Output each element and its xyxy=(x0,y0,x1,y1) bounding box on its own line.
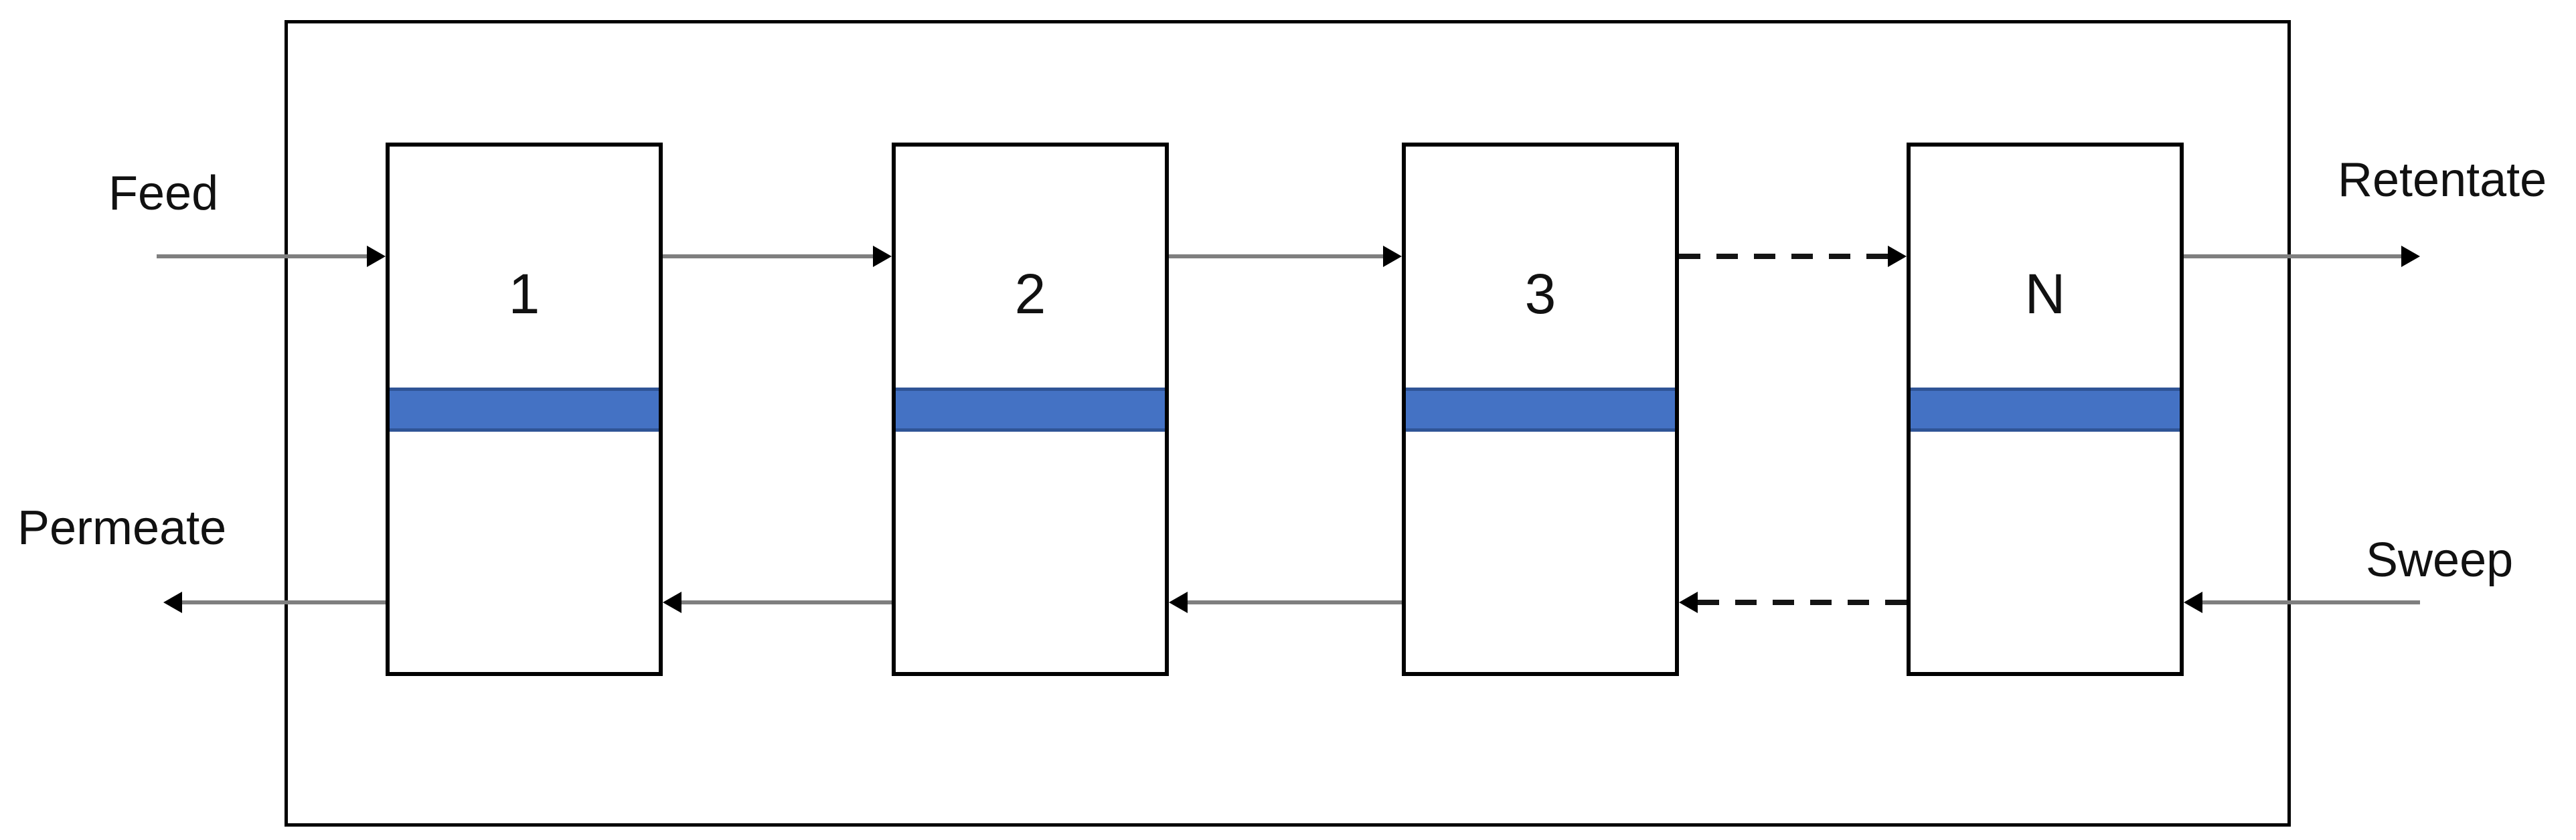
retentate-outlet-arrow xyxy=(2184,244,2420,268)
feed-label: Feed xyxy=(108,167,219,220)
arrow-shaft xyxy=(681,600,892,604)
arrow-shaft xyxy=(1169,254,1383,258)
stage-box-1: 1 xyxy=(386,143,663,676)
retentate-arrow-shaft xyxy=(2184,254,2401,258)
stage-2-number: 2 xyxy=(1014,262,1046,325)
arrow-shaft xyxy=(1188,600,1402,604)
permeate-arrow-shaft xyxy=(182,600,386,604)
arrow-shaft xyxy=(663,254,873,258)
left-arrowhead-icon xyxy=(2184,592,2202,613)
dashed-arrow-shaft xyxy=(1698,600,1907,605)
stage-1-number: 1 xyxy=(508,262,540,325)
right-arrowhead-icon xyxy=(2401,246,2420,267)
feed-arrow-shaft xyxy=(157,254,367,258)
left-arrowhead-icon xyxy=(1679,592,1698,613)
membrane-band-3 xyxy=(1406,388,1675,432)
right-arrowhead-icon xyxy=(1383,246,1402,267)
retentate-label: Retentate xyxy=(2338,153,2547,207)
sweep-label: Sweep xyxy=(2366,533,2514,587)
retentate-arrow-stage1-to-stage2 xyxy=(663,244,892,268)
right-arrowhead-icon xyxy=(873,246,892,267)
membrane-band-n xyxy=(1911,388,2180,432)
stage-box-2: 2 xyxy=(892,143,1169,676)
stage-box-3: 3 xyxy=(1402,143,1679,676)
permeate-label: Permeate xyxy=(17,501,227,555)
retentate-dashed-arrow-stage3-to-stageN xyxy=(1679,244,1907,268)
left-arrowhead-icon xyxy=(663,592,681,613)
permeate-dashed-arrow-stageN-to-stage3 xyxy=(1679,590,1907,614)
right-arrowhead-icon xyxy=(367,246,386,267)
left-arrowhead-icon xyxy=(163,592,182,613)
retentate-arrow-stage2-to-stage3 xyxy=(1169,244,1402,268)
membrane-band-1 xyxy=(390,388,659,432)
sweep-inlet-arrow xyxy=(2184,590,2420,614)
sweep-arrow-shaft xyxy=(2202,600,2420,604)
dashed-arrow-shaft xyxy=(1679,254,1888,259)
right-arrowhead-icon xyxy=(1888,246,1907,267)
stage-box-n: N xyxy=(1907,143,2184,676)
left-arrowhead-icon xyxy=(1169,592,1188,613)
feed-arrow xyxy=(157,244,386,268)
permeate-arrow-stage2-to-stage1 xyxy=(663,590,892,614)
permeate-outlet-arrow xyxy=(163,590,386,614)
system-boundary-box xyxy=(285,20,2291,827)
stage-n-number: N xyxy=(2024,262,2066,325)
membrane-band-2 xyxy=(896,388,1165,432)
permeate-arrow-stage3-to-stage2 xyxy=(1169,590,1402,614)
stage-3-number: 3 xyxy=(1524,262,1556,325)
